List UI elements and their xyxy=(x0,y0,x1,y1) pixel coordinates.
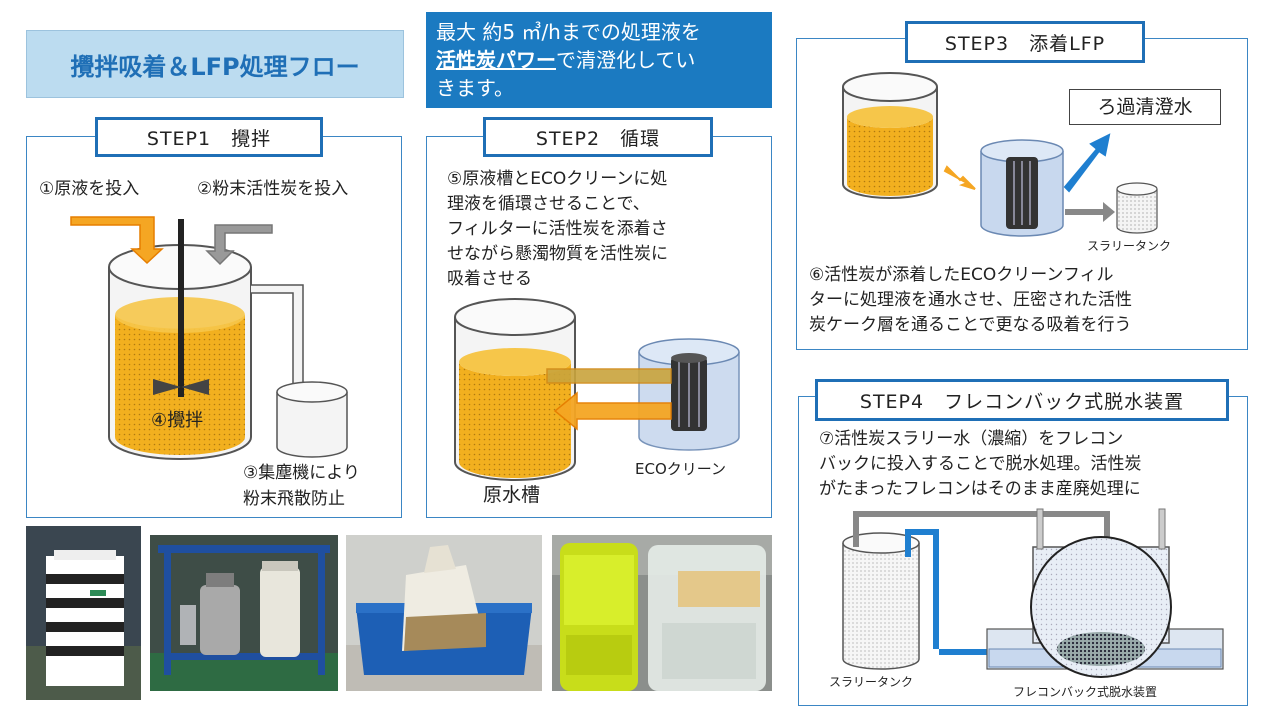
step3-label-slurry: スラリータンク xyxy=(1087,239,1172,253)
raw-water-tank xyxy=(454,298,576,481)
step4-desc-line: ⑦活性炭スラリー水（濃縮）をフレコン xyxy=(819,429,1124,449)
banner-highlight: 活性炭パワー xyxy=(436,48,556,72)
step1-panel: STEP1 攪拌 ①原液を投入 ②粉末活性炭を投入 ④攪拌 ③集塵機により 粉末… xyxy=(26,117,402,518)
step3-desc-line: ターに処理液を通水させ、圧密された活性 xyxy=(809,290,1132,310)
step4-panel: STEP4 フレコンバック式脱水装置 ⑦活性炭スラリー水（濃縮）をフレコン バッ… xyxy=(798,379,1248,706)
step2-label-eco: ECOクリーン xyxy=(635,460,727,478)
step2-desc-line: ⑤原液槽とECOクリーンに処 xyxy=(447,169,668,189)
step4-description: ⑦活性炭スラリー水（濃縮）をフレコン バックに投入することで脱水処理。活性炭 が… xyxy=(819,427,1142,502)
step4-desc-line: バックに投入することで脱水処理。活性炭 xyxy=(819,454,1142,474)
step3-desc-line: 炭ケーク層を通ることで更なる吸着を行う xyxy=(809,315,1132,335)
step1-title: STEP1 攪拌 xyxy=(95,117,323,157)
step4-desc-line: がたまったフレコンはそのまま産廃処理に xyxy=(819,479,1141,499)
banner-line2: 活性炭パワーで清澄化してい xyxy=(436,46,762,74)
step2-desc-line: 理液を循環させることで、 xyxy=(447,194,650,214)
step4-label-device: フレコンバック式脱水装置 xyxy=(1013,685,1158,699)
dewatering-device xyxy=(986,508,1224,678)
lfp-filter-unit xyxy=(980,139,1064,237)
step2-desc-line: フィルターに活性炭を添着さ xyxy=(447,219,668,239)
gray-pipe xyxy=(853,511,1117,549)
photo-tank xyxy=(26,526,141,700)
eco-clean-unit xyxy=(638,338,740,451)
powder-carbon-arrow xyxy=(205,224,273,266)
capacity-banner: 最大 約5 ㎥/hまでの処理液を 活性炭パワーで清澄化してい きます。 xyxy=(426,12,772,108)
stirrer-icon xyxy=(153,219,209,397)
raw-liquid-arrow xyxy=(70,216,164,265)
step3-panel: STEP3 添着LFP ろ過清澄水 スラリータンク ⑥活性炭が添着したECOクリ… xyxy=(796,21,1248,350)
step2-label-tank: 原水槽 xyxy=(483,484,541,506)
step2-desc-line: せながら懸濁物質を活性炭に xyxy=(447,244,668,264)
step2-title: STEP2 循環 xyxy=(483,117,713,157)
photo-sample-bottles xyxy=(552,535,772,691)
step1-label-stir: ④攪拌 xyxy=(151,410,204,431)
step1-label-input2: ②粉末活性炭を投入 xyxy=(197,179,349,199)
step2-desc-line: 吸着させる xyxy=(447,269,532,289)
feed-tank xyxy=(842,72,938,199)
page-title: 攪拌吸着＆LFP処理フロー xyxy=(26,30,404,98)
banner-line1: 最大 約5 ㎥/hまでの処理液を xyxy=(436,20,701,44)
step1-label-dust2: 粉末飛散防止 xyxy=(243,489,345,509)
step3-title: STEP3 添着LFP xyxy=(905,21,1145,63)
slurry-arrow xyxy=(1065,202,1115,222)
photo-equipment xyxy=(150,535,338,691)
step3-diagram xyxy=(842,72,1158,237)
step3-description: ⑥活性炭が添着したECOクリーンフィル ターに処理液を通水させ、圧密された活性 … xyxy=(809,263,1132,338)
slurry-tank-4 xyxy=(842,532,920,670)
slurry-tank xyxy=(1116,182,1158,234)
circulation-arrow-in xyxy=(546,368,672,384)
feed-arrow xyxy=(943,165,976,190)
step1-diagram xyxy=(70,216,348,460)
step4-label-slurry: スラリータンク xyxy=(829,675,914,689)
dust-collector xyxy=(276,381,348,458)
banner-line3: きます。 xyxy=(436,76,514,100)
dust-pipe xyxy=(251,284,304,392)
step2-diagram xyxy=(454,298,740,481)
step4-title: STEP4 フレコンバック式脱水装置 xyxy=(815,379,1229,421)
step1-label-input1: ①原液を投入 xyxy=(39,179,140,199)
photo-bag xyxy=(346,535,542,691)
step2-panel: STEP2 循環 ⑤原液槽とECOクリーンに処 理液を循環させることで、 フィル… xyxy=(426,117,772,518)
step1-label-dust1: ③集塵機により xyxy=(243,463,360,483)
banner-line2-rest: で清澄化してい xyxy=(556,48,696,72)
step3-desc-line: ⑥活性炭が添着したECOクリーンフィル xyxy=(809,265,1114,285)
circulation-arrow-out xyxy=(553,391,672,431)
step2-description: ⑤原液槽とECOクリーンに処 理液を循環させることで、 フィルターに活性炭を添着… xyxy=(447,167,668,292)
step3-label-filtered: ろ過清澄水 xyxy=(1069,89,1221,125)
filtered-water-arrow xyxy=(1063,133,1111,193)
step4-diagram xyxy=(842,508,1224,678)
